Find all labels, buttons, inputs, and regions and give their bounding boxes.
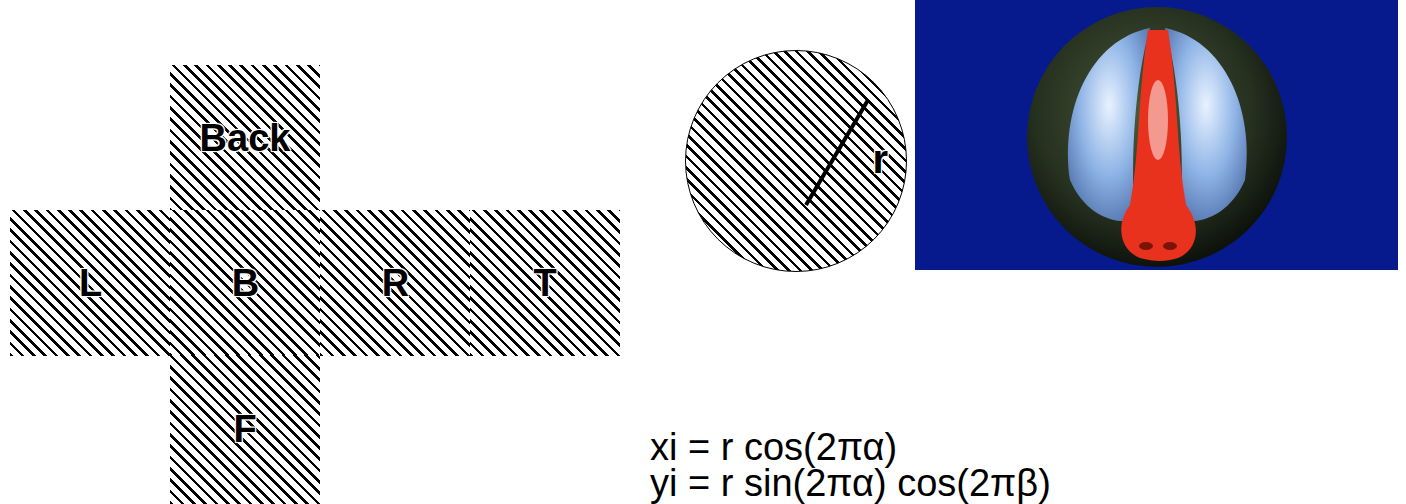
face-label: B [232,262,259,305]
cube-face: Back [170,65,320,211]
cube-face: T [470,210,620,356]
sphere-disc: r [685,50,907,272]
radius-label-holder: r [872,139,888,179]
cube-face: B [170,210,321,356]
mandrill-photo [915,0,1398,270]
radius-label: r [872,137,888,181]
face-label: R [382,262,409,305]
face-label: Back [200,117,291,160]
cube-face: F [170,355,320,504]
face-label: F [233,408,256,451]
cube-face: R [320,210,471,356]
face-label: L [79,262,102,305]
formula-line: xi = r cos(2πα) [650,428,897,466]
face-label: T [533,262,556,305]
formula-line: yi = r sin(2πα) cos(2πβ) [650,464,1051,502]
cube-face: L [10,210,171,356]
